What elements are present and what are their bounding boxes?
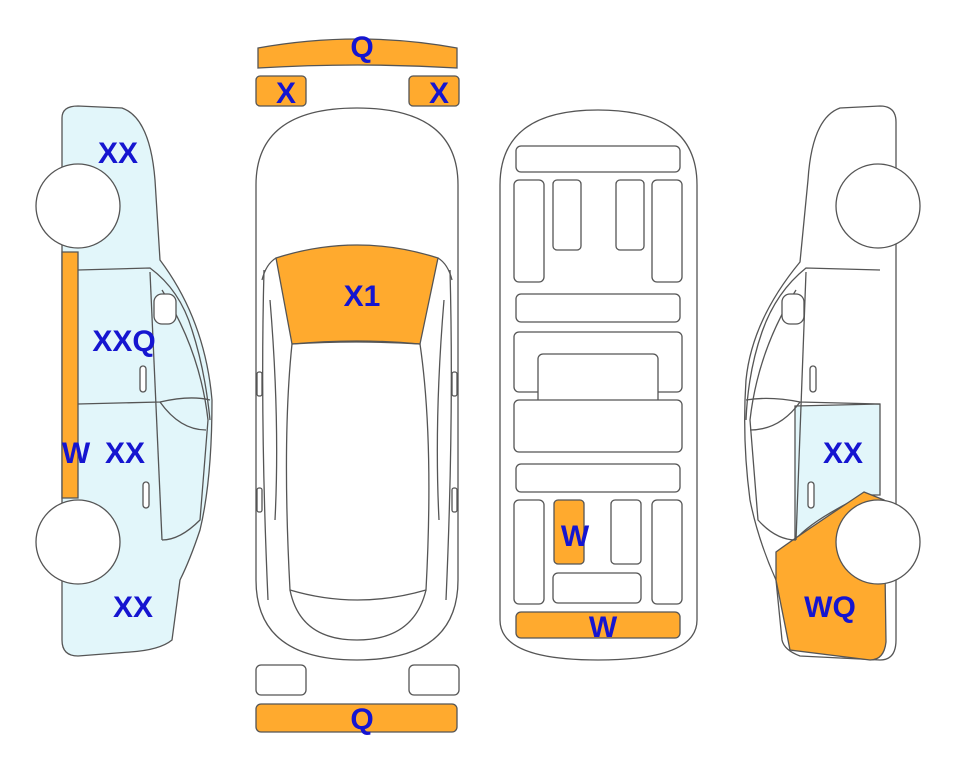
top-view-car: X1	[255, 107, 459, 661]
left-sill-part[interactable]	[61, 251, 79, 499]
right-rear-door-label: XX	[823, 437, 863, 470]
rear-bumper-label: Q	[350, 703, 373, 736]
left-front-wheel	[35, 163, 121, 249]
right-rear-wheel	[835, 499, 921, 585]
floor-rear-part[interactable]	[515, 611, 681, 639]
front-left-light-label: X	[276, 77, 296, 110]
rear-right-light-part[interactable]	[408, 664, 460, 696]
rear-bumper-part[interactable]	[255, 703, 458, 733]
right-rear-panel-label: WQ	[804, 591, 856, 624]
left-rear-panel-label: XX	[113, 591, 153, 624]
right-side-car: XX WQ	[744, 105, 921, 661]
floor-seat-part[interactable]	[553, 499, 585, 565]
left-side-car: XX XXQ W XX XX	[35, 105, 213, 657]
left-rear-door-label: XX	[105, 437, 145, 470]
hood-label: X1	[344, 280, 381, 313]
left-front-door-label: XXQ	[92, 325, 155, 358]
top-view-body	[255, 107, 459, 661]
right-front-wheel	[835, 163, 921, 249]
left-sill-label: W	[62, 437, 91, 470]
floor-view: W W	[499, 109, 698, 661]
floor-seat-label: W	[561, 520, 590, 553]
hood-part[interactable]	[275, 244, 439, 345]
front-bumper-label: Q	[350, 31, 373, 64]
front-right-light-part[interactable]	[408, 75, 460, 107]
front-left-light-part[interactable]	[255, 75, 307, 107]
floor-rear-label: W	[589, 611, 618, 644]
left-rear-wheel	[35, 499, 121, 585]
front-bumper-part[interactable]	[257, 38, 458, 69]
front-right-light-label: X	[429, 77, 449, 110]
rear-left-light-part[interactable]	[255, 664, 307, 696]
left-front-panel-label: XX	[98, 137, 138, 170]
